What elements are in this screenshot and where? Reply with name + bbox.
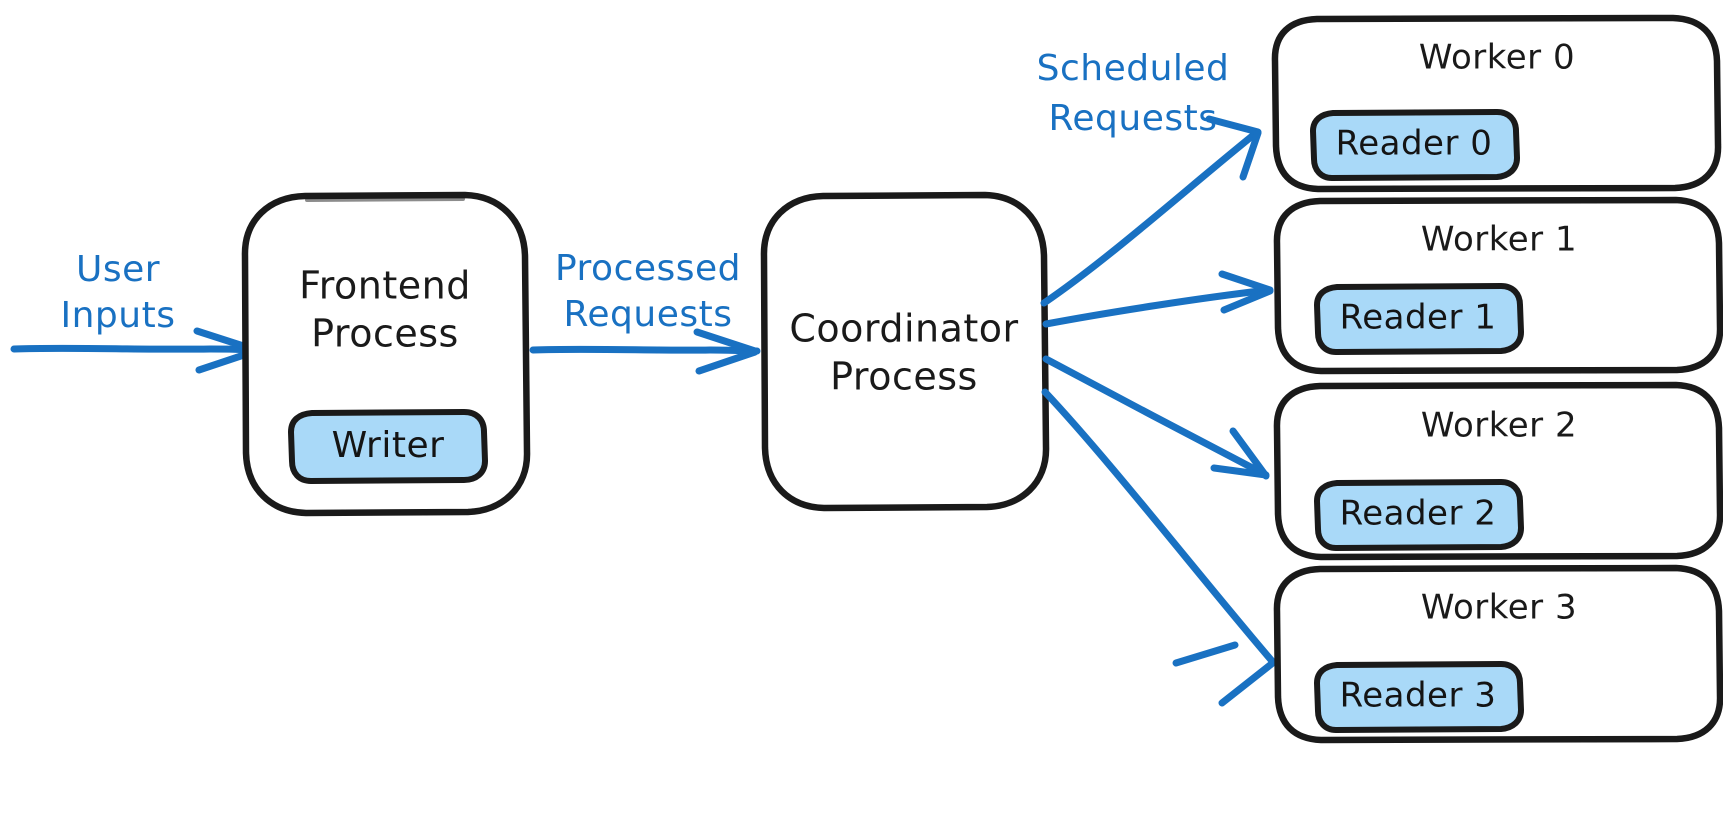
scheduled-requests-label-line1: Scheduled — [1037, 48, 1230, 89]
reader-3-node[interactable] — [1314, 661, 1524, 733]
worker-1-title: Worker 1 — [1421, 220, 1577, 260]
user-inputs-label-line2: Inputs — [61, 295, 176, 336]
user-inputs-label-line1: User — [76, 249, 160, 290]
writer-label: Writer — [332, 425, 445, 466]
edge-coordinator-to-worker-3 — [1041, 388, 1278, 707]
reader-1-label: Reader 1 — [1340, 298, 1497, 338]
frontend-process-label-line2: Process — [311, 312, 459, 356]
processed-requests-label-line1: Processed — [555, 248, 741, 289]
reader-2-label: Reader 2 — [1340, 494, 1497, 534]
edge-user-inputs — [10, 327, 262, 374]
reader-2-node[interactable] — [1314, 479, 1524, 551]
scheduled-requests-label-line2: Requests — [1049, 98, 1218, 139]
coordinator-process-label-line2: Process — [830, 355, 978, 399]
reader-1-node[interactable] — [1314, 283, 1524, 355]
edge-coordinator-to-worker-0 — [1040, 115, 1262, 307]
coordinator-process-label-line1: Coordinator — [789, 307, 1018, 351]
worker-3-title: Worker 3 — [1421, 588, 1577, 628]
edge-processed-requests — [529, 328, 761, 375]
writer-node[interactable] — [288, 409, 488, 484]
coordinator-process-node[interactable] — [760, 191, 1050, 512]
reader-0-label: Reader 0 — [1336, 124, 1493, 164]
processed-requests-label-line2: Requests — [564, 294, 733, 335]
reader-3-label: Reader 3 — [1340, 676, 1497, 716]
reader-0-node[interactable] — [1310, 109, 1520, 181]
worker-2-title: Worker 2 — [1421, 406, 1577, 446]
edge-coordinator-to-worker-1 — [1042, 270, 1274, 328]
edge-coordinator-to-worker-2 — [1042, 355, 1270, 480]
frontend-process-label-line1: Frontend — [299, 264, 471, 308]
worker-0-title: Worker 0 — [1419, 38, 1575, 78]
